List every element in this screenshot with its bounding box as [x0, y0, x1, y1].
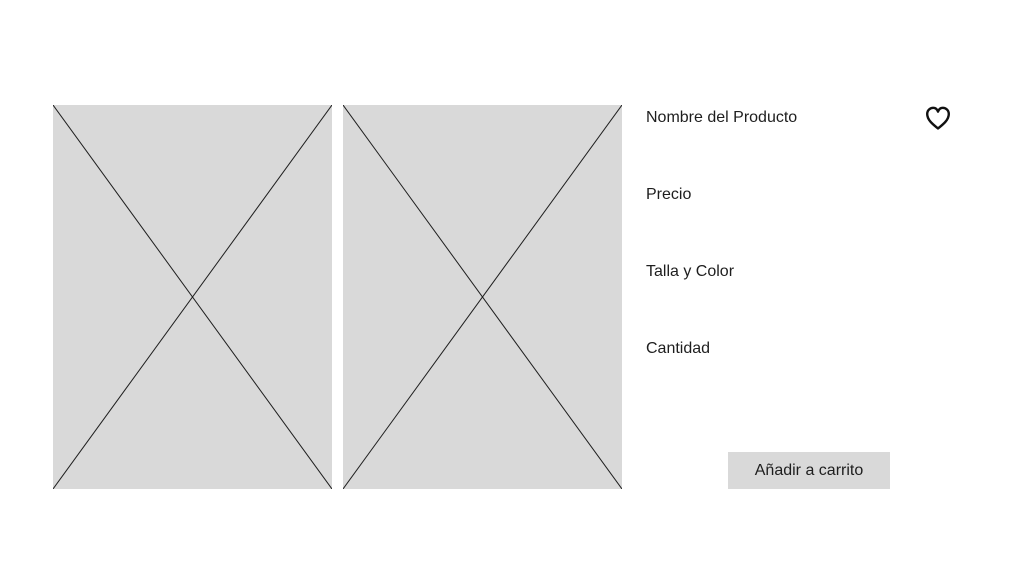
product-image-placeholder-2	[343, 105, 622, 489]
image-placeholder-cross	[343, 105, 622, 489]
quantity-selector[interactable]: Cantidad	[646, 340, 711, 357]
favorite-button[interactable]	[924, 104, 952, 132]
size-color-selector[interactable]: Talla y Color	[646, 263, 735, 280]
product-image-placeholder-1	[53, 105, 332, 489]
heart-outline-icon	[926, 106, 950, 130]
image-placeholder-cross	[53, 105, 332, 489]
product-name-label: Nombre del Producto	[646, 109, 798, 126]
product-price-label: Precio	[646, 186, 692, 203]
add-to-cart-button[interactable]: Añadir a carrito	[728, 452, 890, 489]
